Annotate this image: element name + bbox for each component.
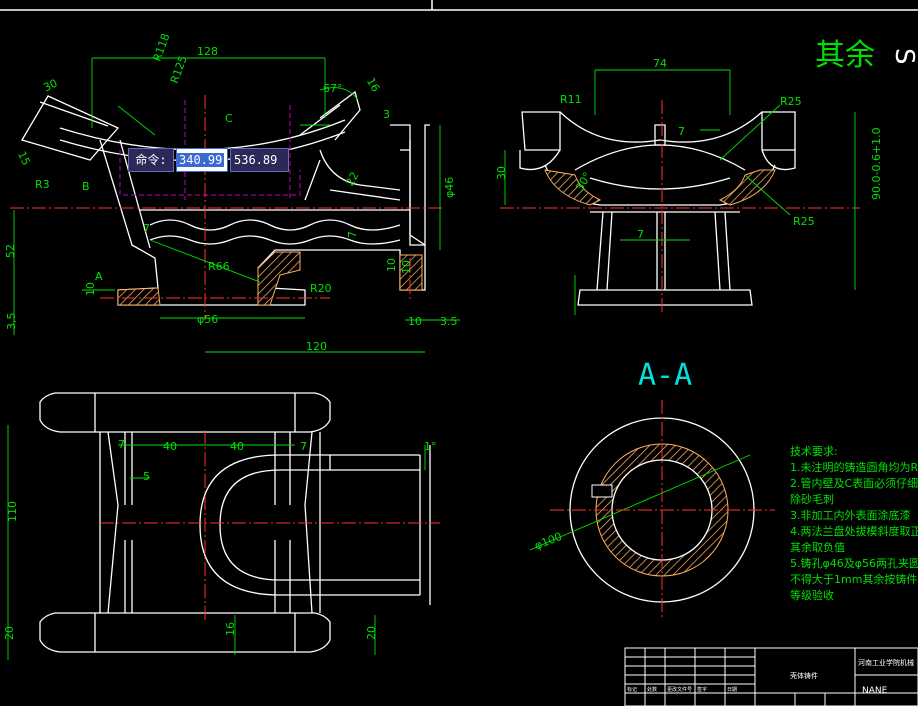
side-dim-90: 90.0-0.6+1.0 xyxy=(870,127,883,200)
dim-r20: R20 xyxy=(310,282,332,295)
top-dim-1deg: 1° xyxy=(424,440,437,453)
side-hatch xyxy=(544,169,776,206)
top-dim-16: 16 xyxy=(224,622,237,636)
dim-10b: 10 xyxy=(385,258,398,272)
top-dim-20b: 20 xyxy=(365,626,378,640)
svg-text:其余取负值: 其余取负值 xyxy=(790,540,845,554)
side-dim-30: 30 xyxy=(495,166,508,180)
dim-128: 128 xyxy=(197,45,218,58)
dim-30: 30 xyxy=(41,77,59,95)
side-centerlines xyxy=(500,100,860,312)
front-dimension-text: 128 R118 R125 30 15 R3 B C 67° 16 3 22 φ… xyxy=(4,32,458,353)
side-dim-7b: 7 xyxy=(637,228,644,241)
svg-text:技术要求:: 技术要求: xyxy=(790,445,838,458)
dim-52: 52 xyxy=(4,244,17,258)
svg-text:3.非加工内外表面涂底漆: 3.非加工内外表面涂底漆 xyxy=(790,508,911,522)
title-block[interactable] xyxy=(624,647,918,706)
side-dimension-text: 74 R11 R25 30 30° 7 7 R25 90.0-0.6+1.0 xyxy=(495,57,883,241)
svg-text:不得大于1mm其余按铸件精度: 不得大于1mm其余按铸件精度 xyxy=(790,572,918,586)
dim-r66: R66 xyxy=(208,260,230,273)
dim-10: 10 xyxy=(84,282,97,296)
roughness-note: 其余 xyxy=(815,38,875,73)
command-y-input[interactable]: 536.89 xyxy=(230,148,289,172)
svg-text:除砂毛刺: 除砂毛刺 xyxy=(790,492,834,506)
side-dim-74: 74 xyxy=(653,57,667,70)
section-dim-phi100: φ100 xyxy=(533,530,564,553)
side-dim-r25b: R25 xyxy=(793,215,815,228)
name-label: NANE xyxy=(862,686,888,696)
svg-text:日期: 日期 xyxy=(727,687,737,693)
top-dimension-text: 7 40 40 7 5 110 20 16 20 1° xyxy=(3,438,437,640)
label-c: C xyxy=(225,112,233,125)
label-a: A xyxy=(95,270,103,283)
front-hatch xyxy=(117,251,423,306)
top-dim-7b: 7 xyxy=(300,440,307,453)
dim-3: 3 xyxy=(383,108,390,121)
svg-text:标记: 标记 xyxy=(627,686,637,693)
command-prompt-label: 命令: xyxy=(128,148,174,172)
svg-text:签字: 签字 xyxy=(697,686,707,693)
side-dimension-lines xyxy=(504,69,856,315)
svg-text:等级验收: 等级验收 xyxy=(790,588,834,602)
dim-3-5b: 3.5 xyxy=(440,315,458,328)
svg-text:处数: 处数 xyxy=(647,686,657,693)
side-dim-r25a: R25 xyxy=(780,95,802,108)
part-name: 壳体铸件 xyxy=(790,671,818,680)
top-dimension-lines xyxy=(7,425,426,660)
dim-67deg: 67° xyxy=(323,82,343,95)
dim-3-5: 3,5 xyxy=(5,313,18,331)
dim-r125: R125 xyxy=(168,54,190,85)
side-view[interactable] xyxy=(519,111,796,306)
top-dim-7a: 7 xyxy=(118,438,125,451)
top-dim-40b: 40 xyxy=(230,440,244,453)
dim-15: 15 xyxy=(15,149,33,167)
front-centerlines xyxy=(10,95,445,320)
dim-10r: 10 xyxy=(400,260,413,274)
label-b: B xyxy=(82,180,90,193)
top-view[interactable] xyxy=(39,392,431,653)
dim-16: 16 xyxy=(364,76,382,95)
top-dim-5: 5 xyxy=(143,470,150,483)
dim-7a: 7 xyxy=(143,222,150,235)
front-dimension-lines xyxy=(13,57,460,353)
school-name: 河南工业学院机械 xyxy=(858,658,914,667)
tech-requirements: 技术要求: 1.未注明的铸造圆角均为R3 2.管内壁及C表面必须仔细清 除砂毛刺… xyxy=(790,445,918,602)
top-centerlines xyxy=(100,430,440,620)
svg-text:更改文件号: 更改文件号 xyxy=(667,686,692,693)
section-title: A-A xyxy=(638,358,692,393)
svg-text:4.两法兰盘处拔模斜度取正值: 4.两法兰盘处拔模斜度取正值 xyxy=(790,524,918,538)
dim-120: 120 xyxy=(306,340,327,353)
svg-text:1.未注明的铸造圆角均为R3: 1.未注明的铸造圆角均为R3 xyxy=(790,460,918,474)
svg-text:5.铸孔φ46及φ56两孔夹圆度: 5.铸孔φ46及φ56两孔夹圆度 xyxy=(790,556,918,570)
title-block-text: 壳体铸件 河南工业学院机械 NANE 标记 处数 更改文件号 签字 日期 xyxy=(627,658,914,696)
dim-7b: 7 xyxy=(346,231,359,238)
top-dim-40a: 40 xyxy=(163,440,177,453)
viewport-frame xyxy=(0,0,918,11)
top-dim-110: 110 xyxy=(6,501,19,522)
side-dim-r11: R11 xyxy=(560,93,582,106)
section-centerlines xyxy=(550,400,775,620)
command-x-value[interactable]: 340.99 xyxy=(177,153,225,167)
command-x-input[interactable]: 340.99 xyxy=(176,148,228,172)
dim-phi46: φ46 xyxy=(443,177,456,198)
dim-10c: 10 xyxy=(408,315,422,328)
dim-phi56: φ56 xyxy=(197,313,218,326)
svg-text:2.管内壁及C表面必须仔细清: 2.管内壁及C表面必须仔细清 xyxy=(790,476,918,490)
dim-22: 22 xyxy=(343,170,361,189)
dim-r3: R3 xyxy=(35,178,50,191)
side-dim-7a: 7 xyxy=(678,125,685,138)
top-dim-20a: 20 xyxy=(3,626,16,640)
roughness-symbol: S xyxy=(889,48,918,65)
